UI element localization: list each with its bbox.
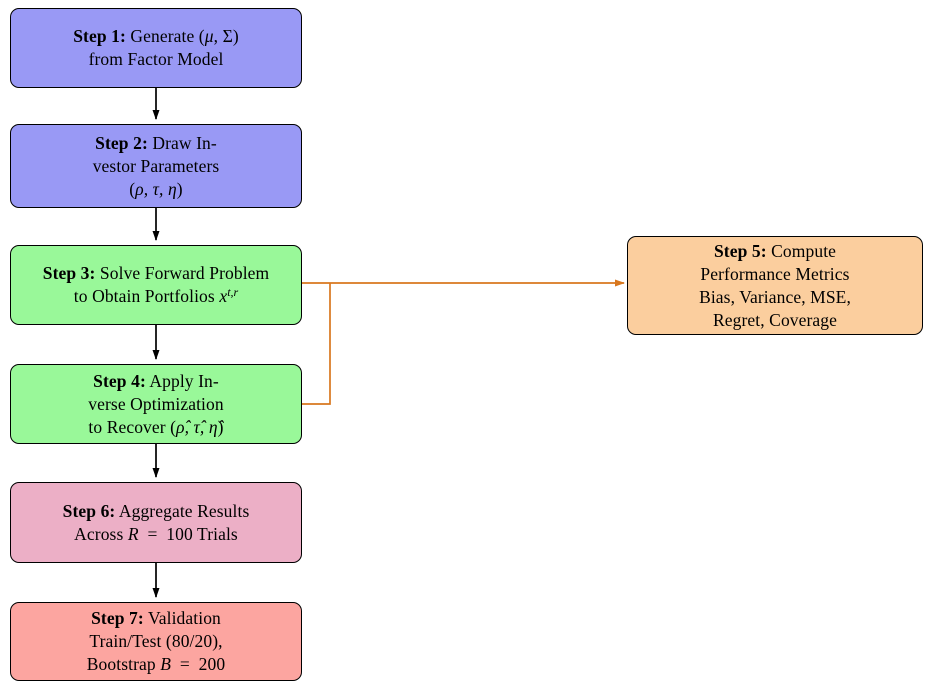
step4-line2: verse Optimization — [88, 393, 224, 414]
step1-node: Step 1: Generate (μ, Σ) from Factor Mode… — [10, 8, 302, 88]
step1-line2: from Factor Model — [88, 49, 224, 69]
step3-line1: Step 3: Solve Forward Problem — [42, 263, 270, 283]
mu-symbol: μ — [204, 26, 214, 46]
step4-line3: to Recover (ρ̂, τ̂, η̂) — [88, 416, 224, 437]
step3-line2: to Obtain Portfolios xt,r — [73, 285, 239, 306]
step5-line3: Bias, Variance, MSE, — [699, 286, 851, 307]
step2-line1: Step 2: Draw In- — [95, 132, 217, 153]
rho-tau-eta-symbols: ρ, τ, η — [135, 178, 177, 199]
step6-label: Step 6: — [62, 500, 116, 521]
step4-line1: Step 4: Apply In- — [93, 370, 219, 391]
step7-line1: Step 7: Validation — [91, 608, 221, 628]
step7-line2: Train/Test (80/20), — [89, 631, 223, 651]
step5-node: Step 5: Compute Performance Metrics Bias… — [627, 236, 923, 335]
step2-line3: (ρ, τ, η) — [129, 178, 183, 199]
step3-node: Step 3: Solve Forward Problem to Obtain … — [10, 245, 302, 325]
step2-node: Step 2: Draw In- vestor Parameters (ρ, τ… — [10, 124, 302, 208]
step6-line1: Step 6: Aggregate Results — [62, 500, 250, 521]
step1-line1: Step 1: Generate (μ, Σ) — [73, 26, 239, 46]
portfolio-variable: x — [219, 286, 228, 306]
bootstrap-variable: B — [160, 654, 171, 674]
step5-line4: Regret, Coverage — [712, 309, 838, 330]
step5-line1: Step 5: Compute — [713, 240, 837, 261]
portfolio-superscript: t,r — [227, 285, 239, 299]
step2-label: Step 2: — [95, 132, 148, 153]
step2-line2: vestor Parameters — [92, 155, 220, 176]
step5-label: Step 5: — [713, 240, 767, 261]
trials-variable: R — [127, 523, 139, 544]
estimated-parameters-symbols: ρ̂, τ̂, η̂ — [176, 416, 218, 437]
step3-label: Step 3: — [42, 263, 96, 283]
step6-line2: Across R = 100 Trials — [74, 523, 238, 544]
step4-label: Step 4: — [93, 370, 146, 391]
step7-node: Step 7: Validation Train/Test (80/20), B… — [10, 602, 302, 681]
step5-line2: Performance Metrics — [700, 263, 850, 284]
step4-node: Step 4: Apply In- verse Optimization to … — [10, 364, 302, 444]
step7-line3: Bootstrap B = 200 — [86, 654, 226, 674]
step7-label: Step 7: — [91, 608, 144, 628]
step1-label: Step 1: — [73, 26, 126, 46]
step6-node: Step 6: Aggregate Results Across R = 100… — [10, 482, 302, 563]
connector-step4-to-metrics — [302, 283, 331, 405]
